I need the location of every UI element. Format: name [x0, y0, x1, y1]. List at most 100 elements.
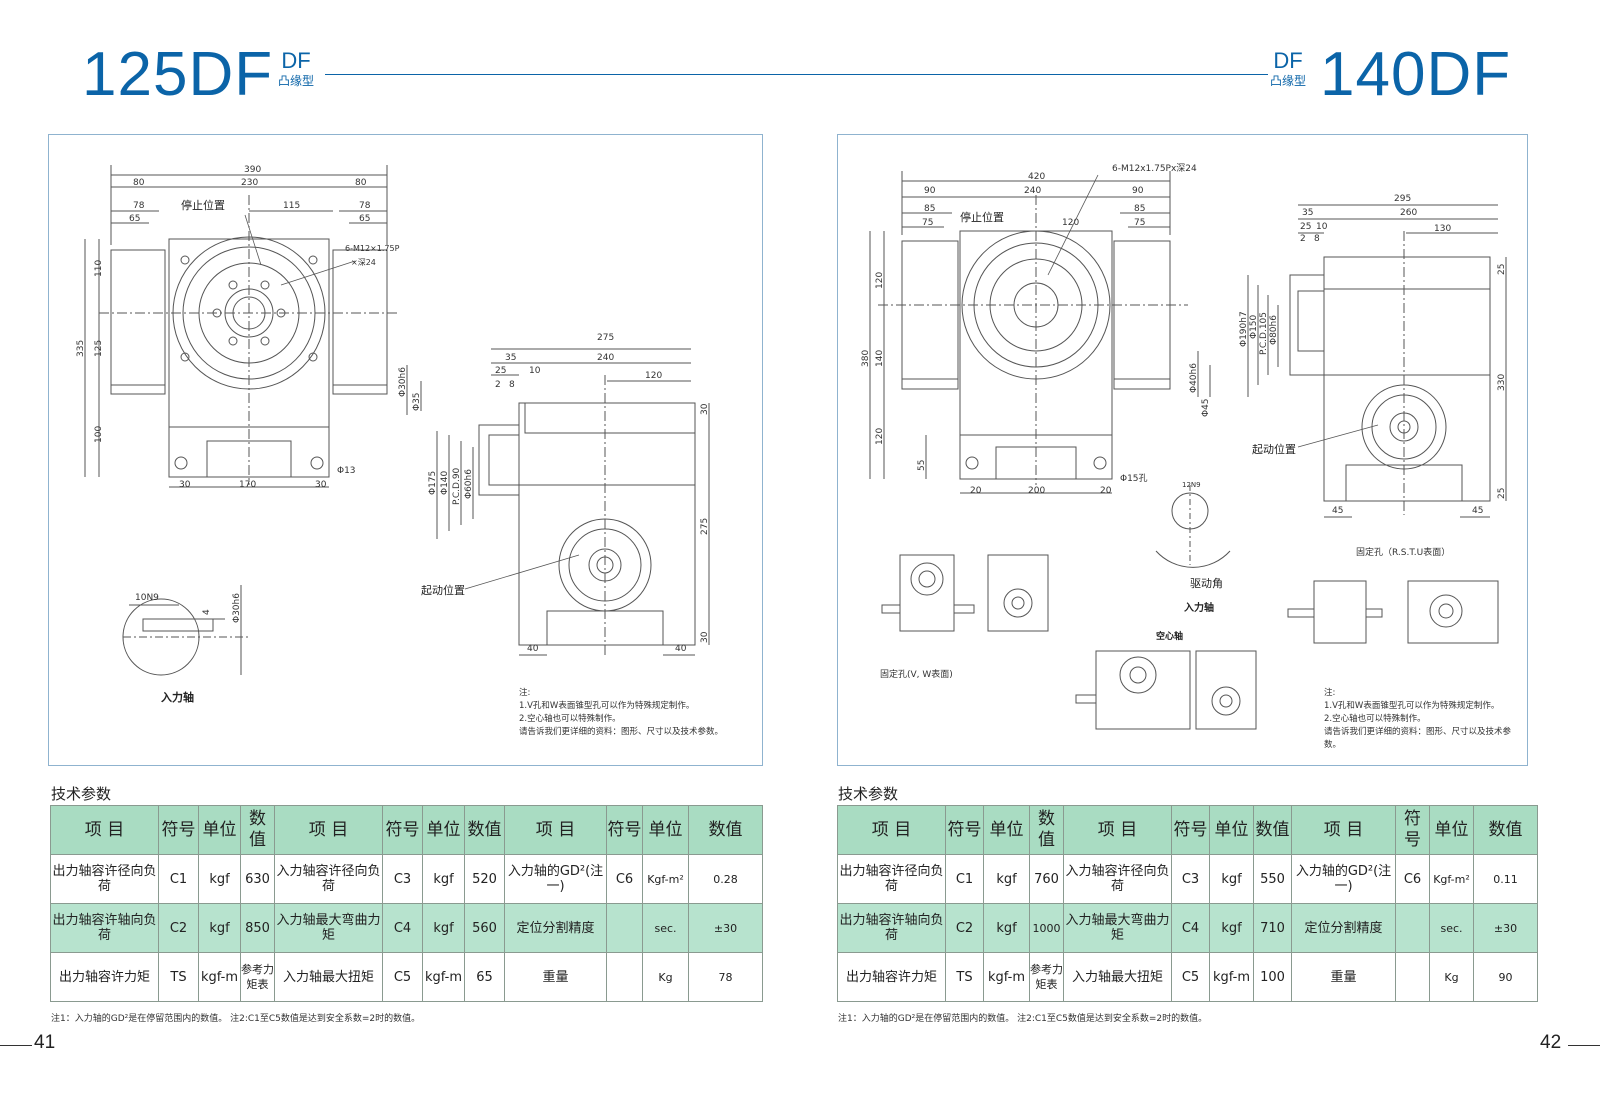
table-cell [606, 903, 643, 953]
svg-text:120: 120 [645, 371, 662, 381]
svg-text:45: 45 [1332, 506, 1343, 516]
badge-type: 凸缘型 [1270, 74, 1307, 88]
table-cell: kgf [198, 854, 241, 904]
table-cell: 65 [464, 952, 505, 1002]
badge-type: 凸缘型 [278, 74, 315, 88]
svg-text:78: 78 [359, 201, 371, 211]
svg-text:170: 170 [239, 480, 256, 490]
svg-text:4: 4 [202, 609, 212, 615]
table-header: 项 目符号单位数值 项 目符号单位数值 项 目符号单位数值 [50, 805, 763, 855]
table-cell: 项 目 [1291, 805, 1396, 855]
table-cell [606, 952, 643, 1002]
type-badge: DF 凸缘型 [278, 48, 315, 88]
svg-text:260: 260 [1400, 208, 1417, 218]
svg-text:Φ45: Φ45 [1201, 398, 1211, 417]
svg-text:30: 30 [700, 403, 710, 415]
svg-text:Φ60h6: Φ60h6 [464, 469, 474, 499]
svg-text:420: 420 [1028, 172, 1045, 182]
svg-text:12N9: 12N9 [1182, 481, 1201, 489]
table-cell: 项 目 [50, 805, 159, 855]
svg-text:25: 25 [1300, 222, 1311, 232]
table-cell: 定位分割精度 [1291, 903, 1396, 953]
svg-text:Φ40h6: Φ40h6 [1189, 363, 1199, 393]
table-cell: C4 [1171, 903, 1210, 953]
table-cell: C6 [1395, 854, 1430, 904]
table-cell: 单位 [1209, 805, 1254, 855]
fix-hole-rstu-label: 固定孔（R.S.T.U表面） [1356, 546, 1450, 558]
table-cell: 560 [464, 903, 505, 953]
svg-text:30: 30 [315, 480, 327, 490]
table-cell: 入力轴容许径向负荷 [274, 854, 383, 904]
svg-text:90: 90 [924, 186, 936, 196]
input-shaft-caption: 入力轴 [1184, 601, 1214, 614]
svg-text:80: 80 [133, 178, 145, 188]
svg-text:110: 110 [94, 260, 104, 277]
table-footnote: 注1：入力轴的GD²是在停留范围内的数值。 注2:C1至C5数值是达到安全系数=… [51, 1014, 421, 1024]
svg-text:35: 35 [505, 353, 516, 363]
svg-text:2: 2 [1300, 234, 1306, 244]
table-cell: 重量 [1291, 952, 1396, 1002]
header-rule [800, 74, 1268, 75]
table-cell: 重量 [504, 952, 607, 1002]
table-cell: 数值 [1029, 805, 1064, 855]
table-cell: 符号 [1171, 805, 1210, 855]
svg-text:Φ30h6: Φ30h6 [232, 593, 242, 623]
svg-text:65: 65 [359, 214, 370, 224]
table-cell: 参考力矩表 [1029, 952, 1064, 1002]
table-cell: 入力轴容许径向负荷 [1063, 854, 1172, 904]
type-badge: DF 凸缘型 [1270, 50, 1307, 88]
header-rule [325, 74, 800, 75]
svg-text:Φ190h7: Φ190h7 [1239, 311, 1249, 347]
table-cell: kgf [983, 903, 1030, 953]
start-position-label: 起动位置 [1252, 442, 1296, 456]
svg-text:30: 30 [700, 631, 710, 643]
table-cell: 单位 [198, 805, 241, 855]
svg-text:6-M12×1.75P: 6-M12×1.75P [345, 244, 400, 253]
svg-text:Φ13: Φ13 [337, 466, 356, 476]
table-cell: kgf [1209, 854, 1254, 904]
bolt-spec-label: 6-M12x1.75Px深24 [1112, 163, 1197, 174]
svg-text:×深24: ×深24 [351, 258, 376, 267]
table-cell: 符号 [158, 805, 199, 855]
table-cell: 符号 [606, 805, 643, 855]
table-cell: 单位 [983, 805, 1030, 855]
table-cell: kgf [983, 854, 1030, 904]
table-cell: kgf-m [983, 952, 1030, 1002]
table-cell: Kg [642, 952, 689, 1002]
table-cell: 出力轴容许力矩 [837, 952, 946, 1002]
badge-code: DF [281, 48, 311, 73]
drawing-notes: 注: 1.V孔和W表面锥型孔可以作为特殊规定制作。 2.空心轴也可以特殊制作。 … [1324, 688, 1512, 750]
table-cell: 850 [240, 903, 275, 953]
svg-text:380: 380 [861, 350, 871, 367]
start-position-label: 起动位置 [421, 583, 465, 597]
table-cell: 入力轴的GD²(注一) [504, 854, 607, 904]
table-footnote: 注1：入力轴的GD²是在停留范围内的数值。 注2:C1至C5数值是达到安全系数=… [838, 1014, 1208, 1024]
svg-text:Φ15孔: Φ15孔 [1120, 473, 1148, 484]
table-cell: sec. [1429, 903, 1474, 953]
table-cell: TS [158, 952, 199, 1002]
table-cell: 1000 [1029, 903, 1064, 953]
table-cell: 符号 [945, 805, 984, 855]
table-cell: 出力轴容许轴向负荷 [837, 903, 946, 953]
model-title: 125DF [82, 40, 274, 109]
svg-text:230: 230 [241, 178, 258, 188]
table-cell: 550 [1253, 854, 1292, 904]
table-cell: 入力轴的GD²(注一) [1291, 854, 1396, 904]
table-cell: C2 [945, 903, 984, 953]
svg-text:8: 8 [1314, 234, 1320, 244]
svg-text:Φ150: Φ150 [1249, 314, 1259, 339]
table-cell: 90 [1473, 952, 1538, 1002]
svg-text:Φ140: Φ140 [440, 470, 450, 495]
svg-text:10: 10 [529, 366, 541, 376]
table-cell: C1 [158, 854, 199, 904]
svg-text:25: 25 [1497, 488, 1507, 499]
table-cell: C4 [382, 903, 423, 953]
svg-text:80: 80 [355, 178, 367, 188]
table-cell: sec. [642, 903, 689, 953]
